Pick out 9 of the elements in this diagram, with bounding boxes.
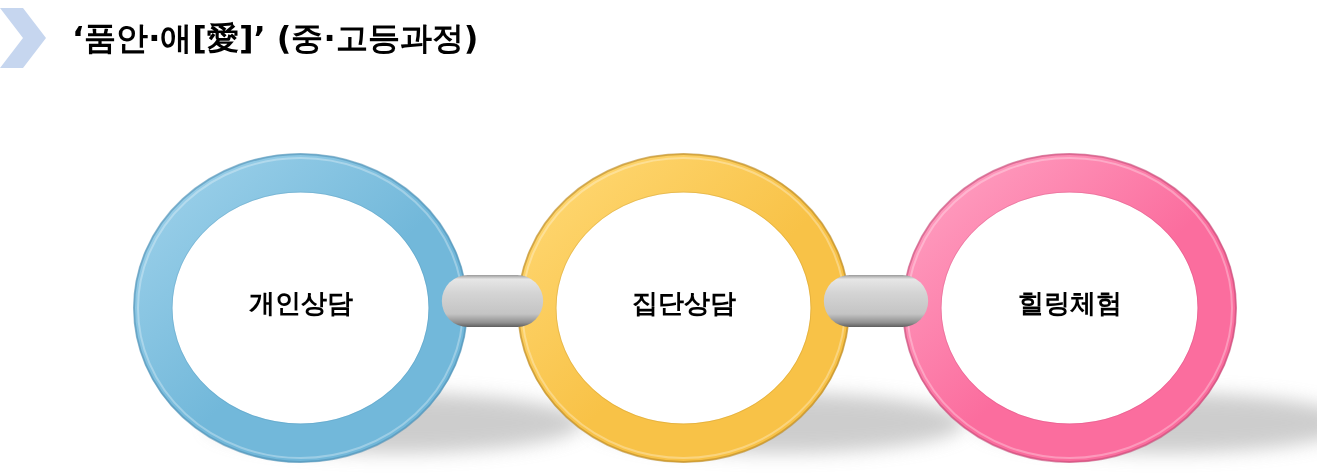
ring bbox=[133, 153, 468, 463]
ring-label: 집단상담 bbox=[631, 287, 736, 320]
connector-pill bbox=[823, 275, 929, 327]
title: ‘품안·애[愛]’ (중·고등과정) bbox=[72, 18, 479, 59]
ring-label: 개인상담 bbox=[248, 287, 353, 320]
ring-label: 힐링체험 bbox=[1017, 287, 1122, 320]
connector-pill bbox=[441, 275, 544, 327]
ring bbox=[517, 153, 850, 463]
ring bbox=[902, 153, 1237, 463]
